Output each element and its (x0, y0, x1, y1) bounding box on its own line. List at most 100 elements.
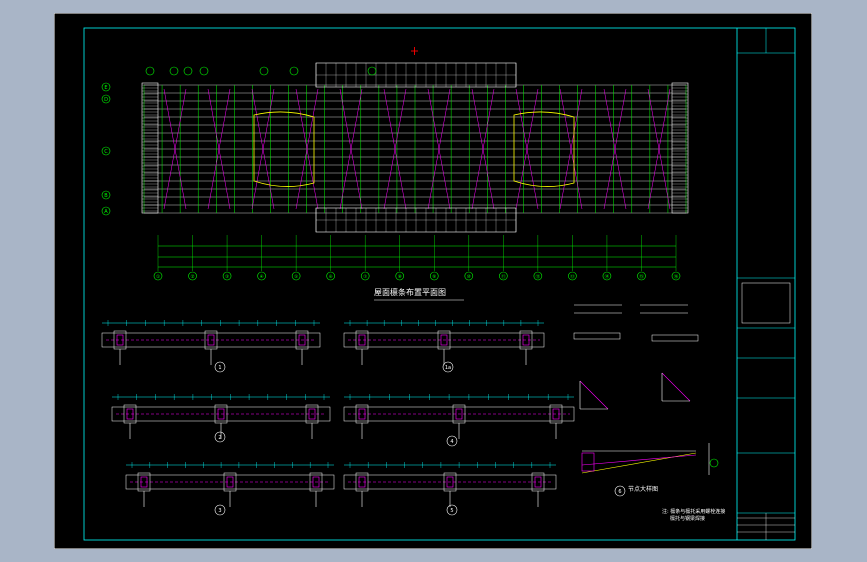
grid-bubble (199, 66, 209, 76)
axis-bubble (395, 271, 405, 281)
axis-label: ⑪ (501, 273, 506, 280)
detail-number: 4 (450, 439, 453, 445)
axis-label: ① (156, 274, 160, 280)
highlight-zone (513, 111, 575, 187)
notes-line-2: 檩托与钢梁焊接 (670, 516, 706, 522)
detail-2 (112, 394, 330, 439)
detail-column (355, 472, 369, 492)
grid-bubble (289, 66, 299, 76)
detail-column (309, 472, 323, 492)
row-axis-label: E (104, 85, 107, 91)
section-diagonal (661, 372, 691, 402)
detail-3 (126, 462, 334, 507)
grid-bubble (183, 66, 193, 76)
detail-column (355, 404, 369, 424)
detail-column (113, 330, 127, 350)
detail-column (223, 472, 237, 492)
grid-bubble (259, 66, 269, 76)
notes-line-1: 注: 檩条与檩托采用螺栓连接 (662, 509, 726, 515)
detail-column (305, 404, 319, 424)
detail-beam (343, 474, 557, 490)
detail-1a (344, 320, 544, 365)
detail-number: 5 (450, 508, 453, 514)
detail-beam (125, 474, 335, 490)
axis-label: ③ (225, 274, 229, 280)
detail-number: 3 (218, 508, 221, 514)
detail-plate (552, 408, 560, 420)
row-axis-bubble (101, 146, 111, 156)
axis-bubble (671, 271, 681, 281)
detail-beam (111, 406, 331, 422)
axis-bubble (637, 271, 646, 281)
detail-plate (308, 408, 316, 420)
axis-label: ⑫ (536, 273, 541, 280)
grid-bubble (169, 66, 179, 76)
detail-plate (358, 476, 366, 488)
detail-plate (140, 476, 148, 488)
detail-column (531, 472, 545, 492)
detail-column (437, 330, 451, 350)
brace-line (383, 88, 407, 210)
brace-line (295, 88, 319, 210)
detail-plate (358, 334, 366, 346)
detail-number: 1 (218, 365, 221, 371)
axis-bubble (360, 271, 370, 281)
brace-line (559, 88, 583, 210)
detail-number-bubble (214, 504, 226, 516)
row-axis-bubble (101, 206, 111, 216)
axis-label: ⑨ (432, 274, 436, 280)
brace-line (339, 88, 363, 210)
axis-label: ⑧ (398, 274, 402, 280)
detail-1 (102, 320, 320, 365)
axis-bubble (153, 271, 163, 281)
row-axis-bubble (101, 94, 111, 104)
axis-label: ⑩ (467, 274, 471, 280)
axis-label: ② (191, 274, 195, 280)
detail-column (204, 330, 218, 350)
bottom-band (315, 207, 517, 233)
left-end-block (141, 82, 159, 214)
row-axis-bubble (101, 82, 111, 92)
axis-bubble (568, 271, 577, 281)
brace-line (647, 88, 671, 210)
axis-bubble (464, 271, 474, 281)
section-diagonal (579, 380, 609, 410)
plan-title: 屋面檩条布置平面图 (374, 288, 446, 297)
detail-4 (344, 394, 574, 439)
section-profile (573, 332, 621, 340)
detail-column (443, 472, 457, 492)
detail-column (137, 472, 151, 492)
detail-plate (226, 476, 234, 488)
brace-line (163, 88, 187, 210)
detail-plate (358, 408, 366, 420)
axis-bubble (326, 271, 335, 281)
detail-plate (126, 408, 134, 420)
detail-column (123, 404, 137, 424)
node-number: 6 (618, 489, 621, 495)
detail-column (519, 330, 533, 350)
axis-label: ⑤ (294, 274, 298, 280)
axis-label: ⑬ (570, 273, 575, 280)
highlight-zone (253, 111, 315, 187)
axis-label: ⑮ (639, 273, 644, 280)
detail-number-bubble (442, 361, 454, 373)
detail-number: 1a (445, 365, 451, 371)
axis-bubble (429, 271, 439, 281)
axis-bubble (499, 271, 508, 281)
axis-bubble (291, 271, 301, 281)
axis-bubble (257, 271, 266, 281)
brace-line (471, 88, 495, 210)
brace-line (603, 88, 627, 210)
inner-frame (83, 27, 796, 541)
detail-column (355, 330, 369, 350)
detail-plate (522, 334, 530, 346)
axis-bubble (188, 271, 197, 281)
node-number-bubble (614, 485, 626, 497)
section-profile (651, 334, 699, 342)
detail-plate (217, 408, 225, 420)
axis-label: ⑥ (329, 274, 333, 280)
grid-bubble (367, 66, 377, 76)
brace-line (427, 88, 451, 210)
